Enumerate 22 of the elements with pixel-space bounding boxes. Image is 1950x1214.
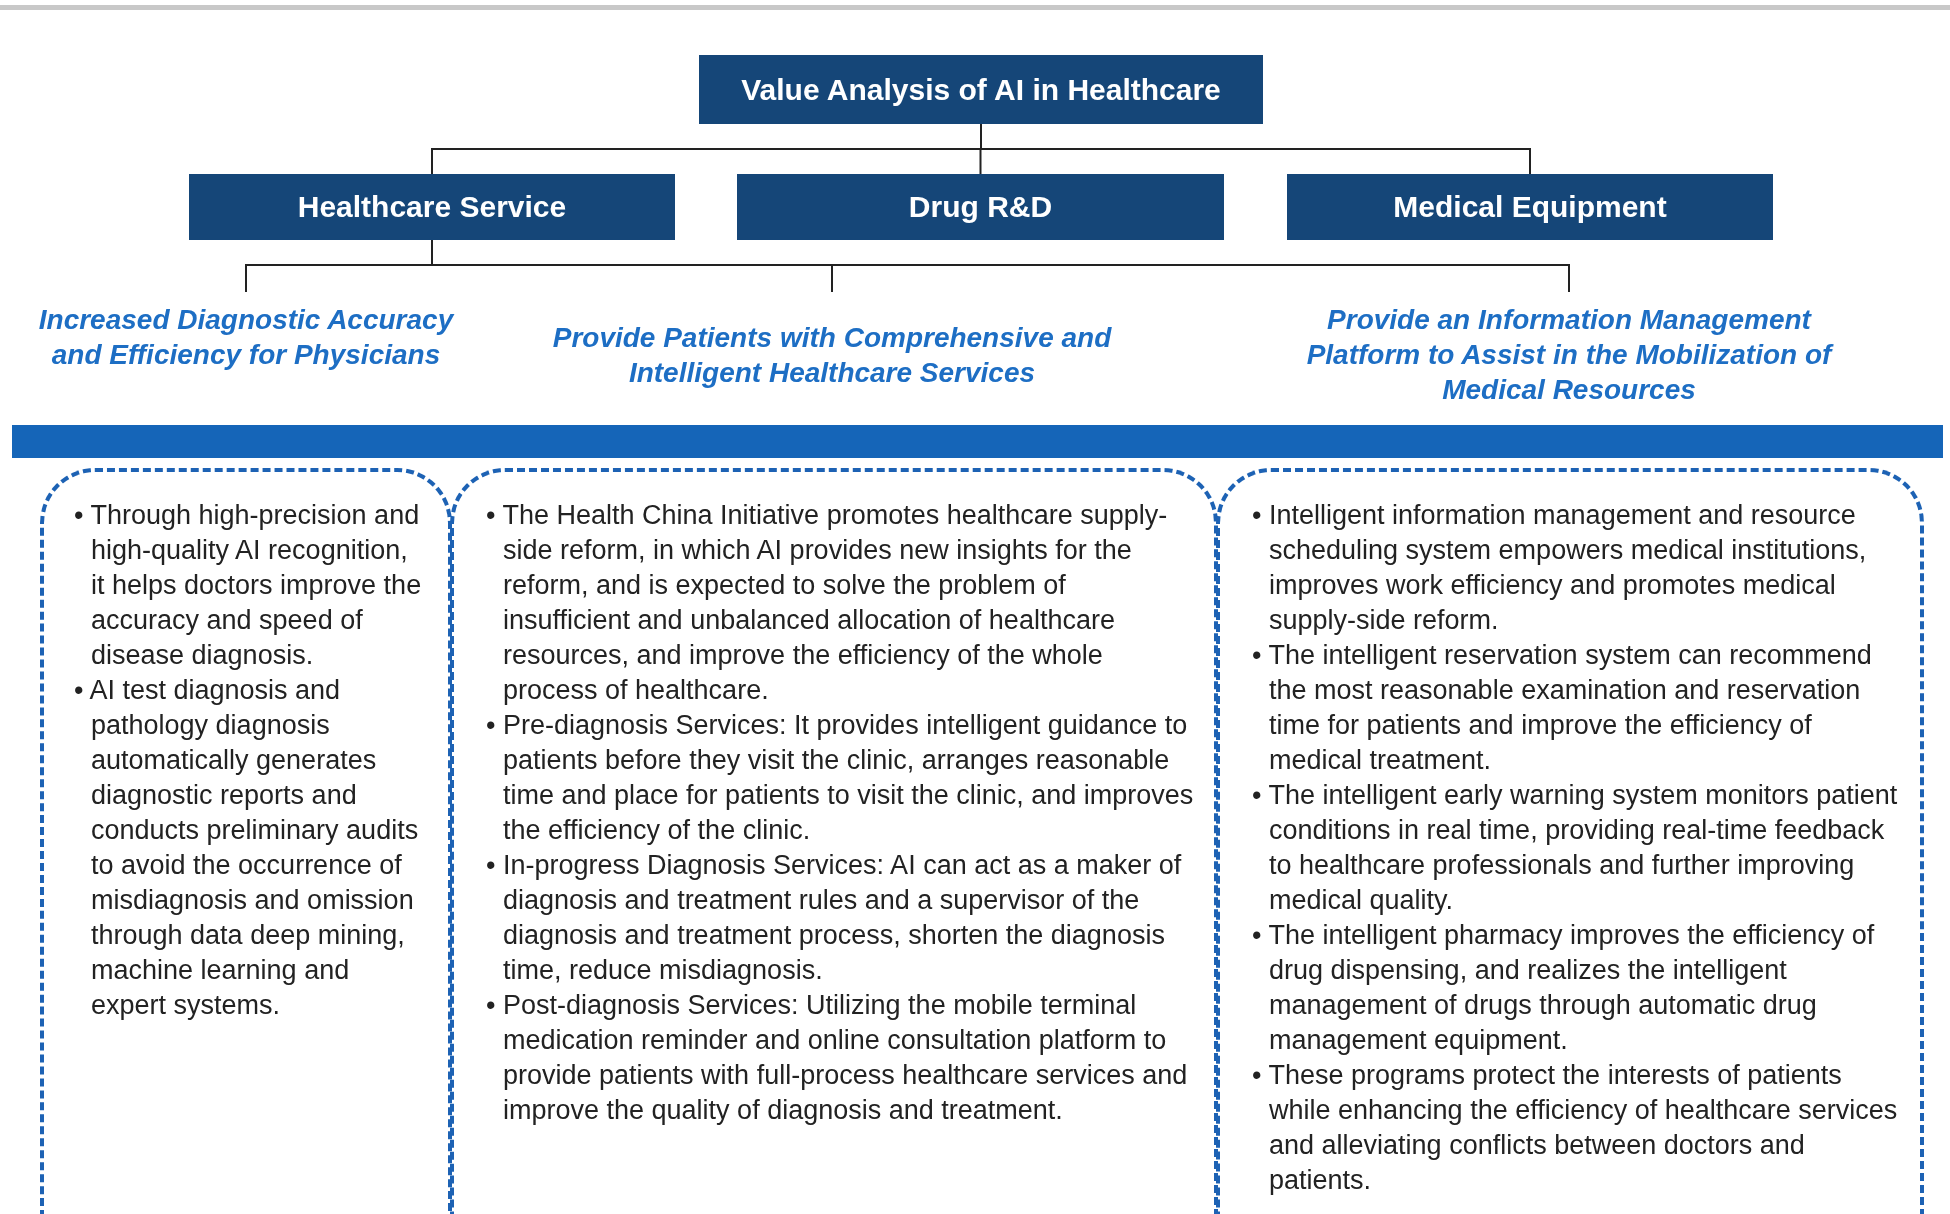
bullet-item: • The intelligent reservation system can recommend the most reasonable examination and reservation time for patients and improve the efficiency of medical treatment. <box>1252 639 1873 777</box>
header-box: Drug R&D <box>737 174 1224 240</box>
dashed-panel <box>450 468 1218 1214</box>
bullet-item: • Through high-precision and high-quality AI recognition, it helps doctors improve the accuracy and speed of disease diagnosis. <box>74 499 422 672</box>
bullet-item: • Pre-diagnosis Services: It provides intelligent guidance to patients before they visit the clinic, arranges reasonable time and place for patients to visit the clinic, and improves the efficiency of the clinic. <box>486 709 1195 847</box>
subheading-text: Provide an Information Management Platform to Assist in the Mobilization of Medical Resources <box>1304 302 1834 410</box>
bullet-item: • The intelligent pharmacy improves the efficiency of drug dispensing, and realizes the intelligent management of drugs through automatic drug management equipment. <box>1252 919 1876 1057</box>
bullet-item: • The intelligent early warning system monitors patient conditions in real time, providing real-time feedback to healthcare professionals and further improving medical quality. <box>1252 779 1899 917</box>
header-box: Healthcare Service <box>189 174 675 240</box>
header-box: Value Analysis of AI in Healthcare <box>699 55 1263 124</box>
divider-band <box>12 425 1943 458</box>
subheading-text: Provide Patients with Comprehensive and Intelligent Healthcare Services <box>552 320 1112 392</box>
bullet-item: • The Health China Initiative promotes healthcare supply-side reform, in which AI provides new insights for the reform, and is expected to solve the problem of insufficient and unbalanced allocation of healthcare resources, and improve the efficiency of the whole process of healthcare. <box>486 499 1169 707</box>
header-box: Medical Equipment <box>1287 174 1773 240</box>
bullet-item: • Intelligent information management and resource scheduling system empowers medical institutions, improves work efficiency and promotes medical supply-side reform. <box>1252 499 1868 637</box>
bullet-item: • These programs protect the interests of patients while enhancing the efficiency of healthcare services and alleviating conflicts between doctors and patients. <box>1252 1059 1899 1197</box>
bullet-item: • In-progress Diagnosis Services: AI can act as a maker of diagnosis and treatment rules and a supervisor of the diagnosis and treatment process, shorten the diagnosis time, reduce misdiagnosis. <box>486 849 1183 987</box>
dashed-panel <box>1216 468 1924 1214</box>
dashed-panel <box>40 468 452 1214</box>
bullet-item: • AI test diagnosis and pathology diagnosis automatically generates diagnostic reports and conducts preliminary audits to avoid the occurrence of misdiagnosis and omission through data deep mining, machine learning and expert systems. <box>74 674 420 1022</box>
bullet-item: • Post-diagnosis Services: Utilizing the mobile terminal medication reminder and online consultation platform to provide patients with full-process healthcare services and improve the quality of diagnosis and treatment. <box>486 989 1189 1127</box>
subheading-text: Increased Diagnostic Accuracy and Efficiency for Physicians <box>36 302 456 410</box>
